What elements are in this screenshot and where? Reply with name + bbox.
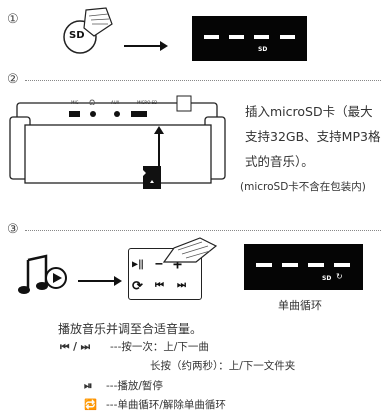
- play-pause-button[interactable]: ▶‖: [132, 259, 145, 270]
- port-label-aux: AUX: [111, 100, 120, 105]
- volume-up-button[interactable]: +: [173, 255, 183, 273]
- led-dash: [204, 35, 219, 39]
- up-arrow-icon: [154, 126, 164, 166]
- repeat-indicator-icon: ↻: [336, 272, 343, 281]
- sd-card-icon: SD: [56, 6, 114, 56]
- previous-button[interactable]: ⏮: [155, 280, 164, 291]
- step-3-number: ③: [7, 222, 19, 237]
- arrow-right-icon: [78, 271, 122, 286]
- arrow-right-icon: [124, 36, 168, 51]
- led-dash: [334, 263, 350, 267]
- hand-pointer-icon: [160, 236, 220, 266]
- led-display-repeat: SD ↻: [244, 244, 363, 290]
- step-3-divider: [25, 230, 381, 231]
- microsd-card-icon: [143, 166, 161, 189]
- led-dash: [254, 35, 269, 39]
- sd-indicator: SD: [322, 275, 332, 282]
- instruction-text: 播放音乐并调至合适音量。: [58, 322, 203, 336]
- led-dash: [229, 35, 244, 39]
- repeat-button[interactable]: ⟳: [132, 279, 143, 294]
- display-caption: 单曲循环: [278, 299, 322, 312]
- port-label-mic: MIC: [71, 100, 79, 105]
- port-label-microsd: MICRO SD: [137, 100, 158, 105]
- led-dash: [308, 263, 324, 267]
- led-display: SD: [192, 16, 307, 61]
- step-2-number: ②: [7, 72, 19, 87]
- step-1-number: ①: [7, 12, 19, 27]
- step-2-divider: [25, 80, 381, 81]
- repeat-text: ---单曲循环/解除单曲循环: [106, 399, 226, 411]
- play-pause-text: ---播放/暂停: [106, 380, 163, 392]
- long-press-text: 长按（约两秒）：上/下一文件夹: [150, 360, 296, 372]
- sd-card-label: SD: [69, 30, 85, 41]
- step-2-line-1: 插入microSD卡（最大: [245, 104, 373, 119]
- play-pause-symbol: ⏯: [84, 380, 93, 392]
- led-dash: [280, 35, 295, 39]
- next-button[interactable]: ⏭: [177, 280, 186, 291]
- repeat-symbol: 🔁: [84, 399, 98, 411]
- step-2-line-3: 式的音乐）。: [245, 154, 314, 169]
- press-once-text: ---按一次：上/下一曲: [110, 341, 209, 353]
- led-dash: [256, 263, 272, 267]
- music-play-icon: [16, 254, 72, 300]
- step-2-line-2: 支持32GB、支持MP3格: [245, 129, 381, 144]
- led-dash: [282, 263, 298, 267]
- sd-indicator: SD: [258, 46, 268, 53]
- volume-down-button[interactable]: −: [155, 257, 163, 272]
- step-2-note: (microSD卡不含在包装内): [240, 181, 366, 193]
- speaker-device: MIC 🎧 AUX MICRO SD: [5, 95, 227, 191]
- prev-next-symbol: ⏮ / ⏭: [60, 341, 91, 353]
- port-label-headphone: 🎧: [89, 100, 96, 106]
